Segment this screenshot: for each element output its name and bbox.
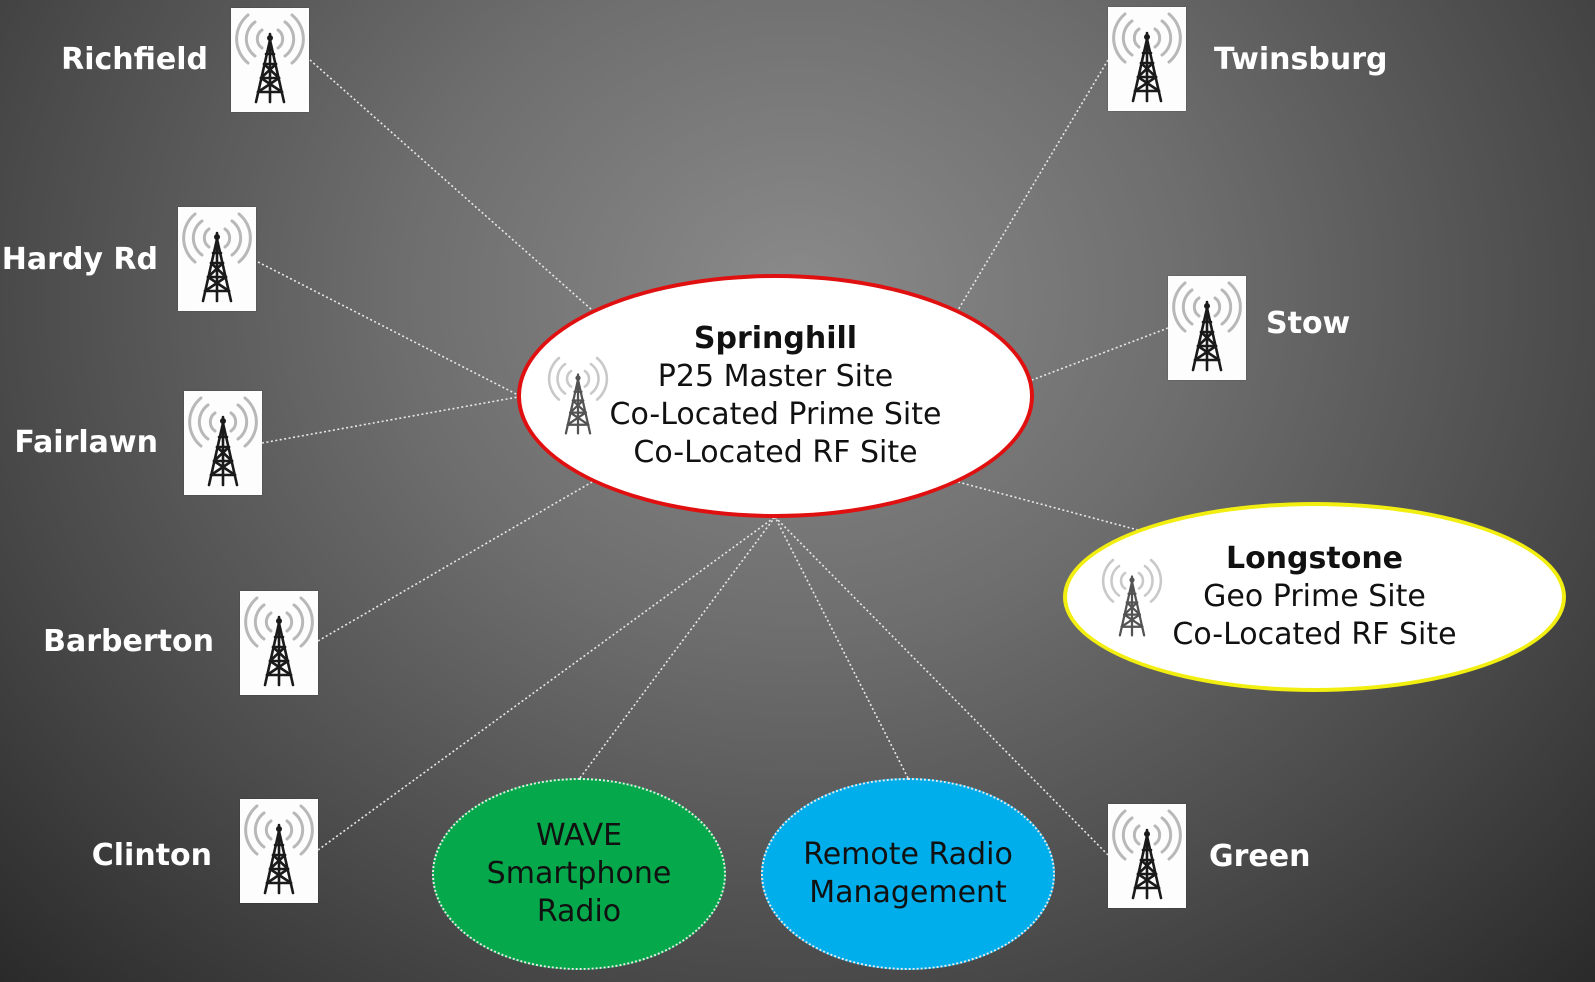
radio-tower-icon (1108, 7, 1186, 111)
longstone-geo-site: Longstone Geo Prime Site Co-Located RF S… (1063, 502, 1566, 692)
longstone-line1: Geo Prime Site (1203, 579, 1426, 614)
wave-smartphone-radio: WAVE Smartphone Radio (432, 778, 726, 970)
remote-radio-management: Remote Radio Management (761, 778, 1055, 970)
link-rrm (774, 516, 909, 779)
springhill-line3: Co-Located RF Site (633, 435, 918, 470)
longstone-name: Longstone (1225, 541, 1404, 576)
link-longstone (957, 481, 1139, 531)
springhill-line1: P25 Master Site (657, 359, 894, 394)
radio-tower-icon (184, 391, 262, 495)
springhill-name: Springhill (693, 321, 858, 356)
site-label-richfield: Richfield (61, 42, 208, 77)
link-twinsburg (957, 59, 1109, 311)
link-stow (1031, 327, 1169, 381)
radio-tower-icon (543, 352, 613, 442)
site-label-green: Green (1209, 839, 1311, 874)
wave-line3: Radio (536, 894, 622, 929)
link-richfield (309, 59, 593, 311)
radio-tower-icon (240, 591, 318, 695)
longstone-line2: Co-Located RF Site (1172, 617, 1457, 652)
site-label-fairlawn: Fairlawn (14, 425, 158, 460)
rrm-line1: Remote Radio (803, 837, 1013, 872)
wave-line2: Smartphone (486, 856, 672, 891)
site-label-barberton: Barberton (43, 624, 214, 659)
radio-tower-icon (178, 207, 256, 311)
site-label-clinton: Clinton (91, 838, 212, 873)
link-fairlawn (261, 396, 519, 444)
rrm-line2: Management (809, 875, 1007, 910)
wave-line1: WAVE (535, 818, 623, 853)
link-hardy (257, 261, 519, 396)
link-wave (579, 516, 776, 779)
site-label-stow: Stow (1266, 306, 1351, 341)
site-label-hardy-rd: Hardy Rd (1, 242, 158, 277)
radio-tower-icon (1108, 804, 1186, 908)
springhill-line2: Co-Located Prime Site (609, 397, 942, 432)
springhill-master-site: Springhill P25 Master Site Co-Located Pr… (517, 274, 1034, 518)
radio-tower-icon (231, 8, 309, 112)
link-barberton (317, 481, 593, 642)
radio-tower-icon (240, 799, 318, 903)
radio-tower-icon (1097, 554, 1167, 644)
site-label-twinsburg: Twinsburg (1214, 42, 1388, 77)
radio-tower-icon (1168, 276, 1246, 380)
